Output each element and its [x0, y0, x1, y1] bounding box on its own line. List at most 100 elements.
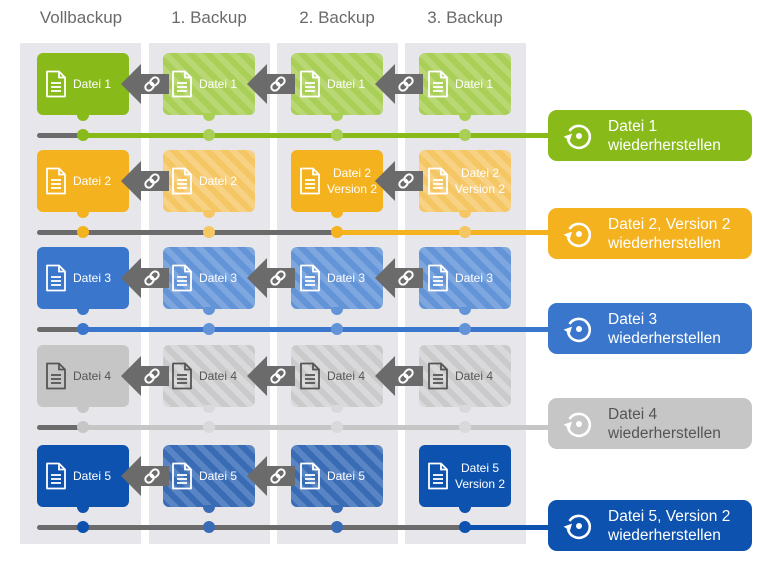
file-name: Datei 3	[455, 271, 494, 285]
file-card-label: Datei 3	[73, 270, 111, 286]
timeline-restore-line	[83, 133, 560, 138]
file-card-datei-1-col-4[interactable]: Datei 1	[419, 53, 511, 121]
restore-icon	[562, 218, 594, 250]
file-card-datei-5-col-1[interactable]: Datei 5	[37, 445, 129, 513]
file-card-label: Datei 1	[199, 76, 237, 92]
link-arrow-icon	[375, 60, 423, 108]
link-arrow-icon	[247, 452, 295, 500]
restore-icon	[562, 120, 594, 152]
timeline-dot	[203, 323, 215, 335]
file-card-label: Datei 4	[455, 368, 493, 384]
timeline-dot	[459, 129, 471, 141]
card-connector-tab	[203, 505, 215, 513]
file-icon	[45, 264, 67, 292]
file-card-datei-1-col-1[interactable]: Datei 1	[37, 53, 129, 121]
restore-button-line1: Datei 4	[608, 405, 658, 423]
card-connector-tab	[77, 405, 89, 413]
file-card-datei-5-col-2[interactable]: Datei 5	[163, 445, 255, 513]
file-card-datei-3-col-3[interactable]: Datei 3	[291, 247, 383, 315]
file-name: Datei 2	[199, 174, 238, 188]
file-version: Version 2	[327, 182, 378, 196]
file-version: Version 2	[455, 182, 506, 196]
file-card-datei-2-col-2[interactable]: Datei 2	[163, 150, 255, 218]
file-name: Datei 1	[327, 77, 366, 91]
timeline-dot	[331, 521, 343, 533]
timeline-dot	[459, 421, 471, 433]
card-connector-tab	[77, 210, 89, 218]
file-icon	[299, 70, 321, 98]
file-card-datei-1-col-3[interactable]: Datei 1	[291, 53, 383, 121]
timeline-dot	[203, 421, 215, 433]
file-card-datei-4-col-1[interactable]: Datei 4	[37, 345, 129, 413]
restore-button-line1: Datei 5, Version 2	[608, 507, 731, 525]
file-name: Datei 2	[73, 174, 112, 188]
restore-button-line2: wiederherstellen	[608, 424, 721, 442]
file-icon	[427, 462, 449, 490]
timeline-dot	[203, 129, 215, 141]
file-name: Datei 5	[73, 469, 112, 483]
file-card-datei-4-col-2[interactable]: Datei 4	[163, 345, 255, 413]
file-icon	[171, 264, 193, 292]
card-connector-tab	[459, 307, 471, 315]
file-card-label: Datei 4	[73, 368, 111, 384]
file-card-label: Datei 2	[199, 173, 237, 189]
restore-button-line1: Datei 1	[608, 117, 658, 135]
file-card-datei-3-col-1[interactable]: Datei 3	[37, 247, 129, 315]
file-card-label: Datei 5	[73, 468, 111, 484]
file-card-datei-4-col-3[interactable]: Datei 4	[291, 345, 383, 413]
timeline-dot	[77, 129, 89, 141]
restore-button-line2: wiederherstellen	[608, 136, 721, 154]
file-card-datei-1-col-2[interactable]: Datei 1	[163, 53, 255, 121]
file-icon	[171, 70, 193, 98]
card-connector-tab	[203, 210, 215, 218]
file-icon	[427, 362, 449, 390]
file-version: Version 2	[455, 477, 506, 491]
file-card-datei-5-col-3[interactable]: Datei 5	[291, 445, 383, 513]
file-icon	[171, 462, 193, 490]
card-connector-tab	[331, 210, 343, 218]
timeline-dot	[331, 323, 343, 335]
file-card-datei-3-col-4[interactable]: Datei 3	[419, 247, 511, 315]
link-arrow-icon	[375, 157, 423, 205]
file-card-label: Datei 4	[199, 368, 237, 384]
restore-button-line1: Datei 3	[608, 310, 658, 328]
card-connector-tab	[77, 113, 89, 121]
card-connector-tab	[77, 505, 89, 513]
card-connector-tab	[459, 210, 471, 218]
file-card-datei-3-col-2[interactable]: Datei 3	[163, 247, 255, 315]
file-icon	[427, 167, 449, 195]
file-card-label: Datei 1	[73, 76, 111, 92]
card-connector-tab	[77, 307, 89, 315]
link-arrow-icon	[121, 452, 169, 500]
column-header-full-backup: Vollbackup	[39, 8, 123, 27]
file-icon	[299, 264, 321, 292]
file-card-label: Datei 2	[73, 173, 111, 189]
file-name: Datei 5	[327, 469, 366, 483]
column-header-backup-1: 1. Backup	[171, 8, 247, 27]
file-card-datei-2-col-1[interactable]: Datei 2	[37, 150, 129, 218]
timeline-base-line	[37, 425, 83, 430]
file-name: Datei 1	[73, 77, 112, 91]
timeline-dot	[77, 421, 89, 433]
timeline-dot	[77, 521, 89, 533]
timeline-base-line	[37, 230, 337, 235]
file-card-datei-4-col-4[interactable]: Datei 4	[419, 345, 511, 413]
timeline-restore-line	[83, 425, 560, 430]
restore-button-line2: wiederherstellen	[608, 526, 721, 544]
file-name: Datei 4	[327, 369, 366, 383]
file-name: Datei 4	[455, 369, 494, 383]
card-connector-tab	[203, 405, 215, 413]
timeline-dot	[203, 226, 215, 238]
